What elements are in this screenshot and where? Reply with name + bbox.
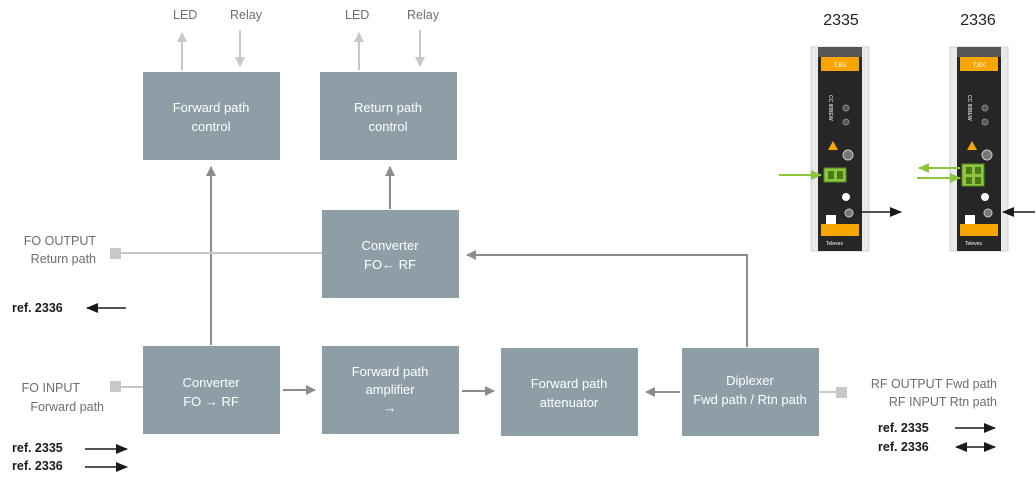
ref-label: ref. 2336 (12, 459, 63, 473)
block-line: control (368, 119, 407, 134)
block-line: Forward path (352, 364, 429, 379)
block-line: Return path (354, 100, 422, 115)
block-line: Forward path (173, 100, 250, 115)
return-path-control-block: Return path control (320, 72, 457, 160)
diplexer-to-converter-return-arrow (466, 250, 748, 347)
fo-output-sublabel: Return path (31, 252, 96, 266)
module-badge: T.BX (834, 63, 847, 69)
module-label: CC 80BEW (966, 95, 972, 121)
led-label-1: LED (173, 8, 197, 22)
led-label-2: LED (345, 8, 369, 22)
brand-label: Televes (826, 241, 843, 247)
product-model-2336: 2336 (960, 12, 996, 29)
block-line: Diplexer (726, 373, 774, 388)
block-line: FO → RF (183, 394, 239, 409)
ref-label: ref. 2336 (12, 301, 63, 315)
module-2336: T.BX CC 80BEW Televes (949, 46, 1009, 252)
knob-icon (981, 193, 989, 201)
block-line: attenuator (540, 395, 599, 410)
diplexer-block: Diplexer Fwd path / Rtn path (682, 348, 819, 436)
knob-icon (842, 193, 850, 201)
rf-input-label: RF INPUT Rtn path (889, 395, 997, 409)
rf-connector (844, 208, 854, 218)
block-line: Converter (182, 375, 240, 390)
module-2335: T.BX CC 80BEW Televes (810, 46, 870, 252)
forward-path-attenuator-block: Forward path attenuator (501, 348, 638, 436)
ref-label: ref. 2335 (878, 421, 929, 435)
forward-path-amplifier-block: Forward path amplifier → (322, 346, 459, 434)
relay-label-2: Relay (407, 8, 440, 22)
ref-label: ref. 2336 (878, 440, 929, 454)
block-line: → (384, 400, 397, 415)
block-line: Fwd path / Rtn path (693, 392, 806, 407)
converter-forward-block: Converter FO → RF (143, 346, 280, 434)
fo-output-label: FO OUTPUT (24, 234, 97, 248)
module-label: CC 80BEW (827, 95, 833, 121)
fo-input-label: FO INPUT (22, 381, 81, 395)
block-line: Forward path (531, 376, 608, 391)
rf-output-label: RF OUTPUT Fwd path (871, 377, 997, 391)
block-line: control (191, 119, 230, 134)
block-line: amplifier (365, 382, 415, 397)
warning-icon (967, 141, 977, 150)
relay-label-1: Relay (230, 8, 263, 22)
brand-label: Televes (965, 241, 982, 247)
ref-label: ref. 2335 (12, 441, 63, 455)
block-line: Converter (361, 238, 419, 253)
rf-port (836, 387, 847, 398)
module-badge: T.BX (973, 63, 986, 69)
product-model-2335: 2335 (823, 12, 859, 29)
forward-path-control-block: Forward path control (143, 72, 280, 160)
rf-connector (983, 208, 993, 218)
block-line: FO← RF (364, 257, 416, 272)
fo-input-port (110, 381, 121, 392)
converter-return-block: Converter FO← RF (322, 210, 459, 298)
fo-input-sublabel: Forward path (30, 400, 104, 414)
warning-icon (828, 141, 838, 150)
fo-output-port (110, 248, 121, 259)
